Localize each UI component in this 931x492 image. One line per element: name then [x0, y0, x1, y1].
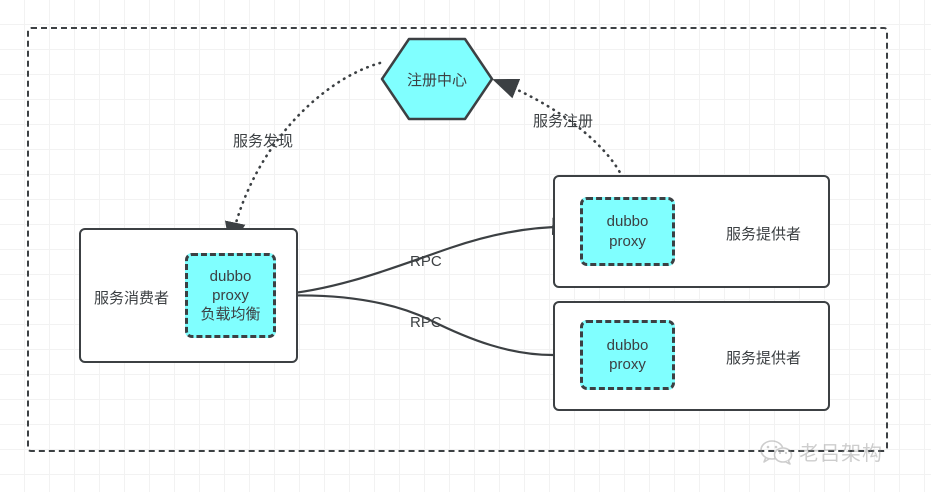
consumer-dubbo-proxy: dubbo proxy 负载均衡	[185, 253, 276, 338]
proxy-line-1: dubbo	[606, 213, 649, 231]
proxy-line-2: proxy	[609, 356, 646, 373]
service-consumer-label: 服务消费者	[94, 290, 170, 307]
service-provider-label-2: 服务提供者	[726, 350, 802, 367]
registry-node: 注册中心	[382, 38, 492, 120]
registry-label: 注册中心	[406, 71, 467, 89]
outer-boundary-frame	[27, 27, 888, 452]
edge-label-rpc-lower: RPC	[410, 314, 442, 331]
proxy-line-1: dubbo	[209, 267, 252, 285]
provider-1-dubbo-proxy: dubbo proxy	[580, 197, 675, 266]
edge-label-service-register: 服务注册	[533, 113, 594, 130]
service-provider-label-1: 服务提供者	[726, 226, 802, 243]
watermark-text: 老吕架构	[799, 441, 883, 465]
proxy-line-1: dubbo	[606, 336, 649, 354]
provider-2-dubbo-proxy: dubbo proxy	[580, 320, 675, 390]
wechat-icon	[760, 439, 793, 465]
proxy-line-3: 负载均衡	[200, 306, 261, 324]
edge-label-rpc-upper: RPC	[410, 253, 442, 270]
edge-label-service-discovery: 服务发现	[233, 133, 294, 150]
proxy-line-2: proxy	[609, 232, 646, 250]
watermark: 老吕架构	[760, 437, 883, 466]
proxy-line-2: proxy	[212, 286, 249, 304]
